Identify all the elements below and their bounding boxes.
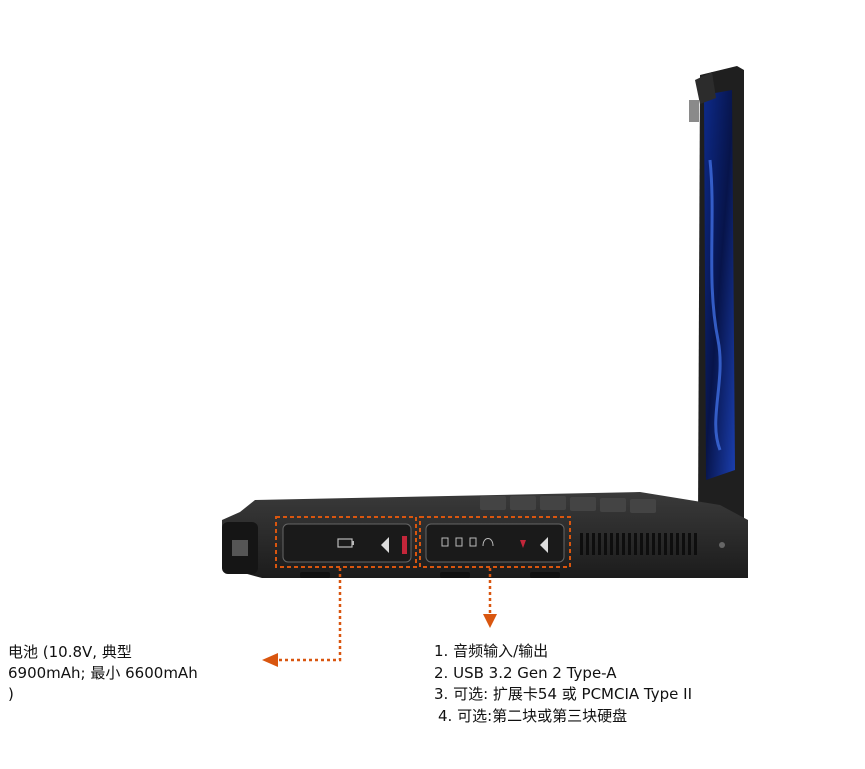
battery-icon bbox=[337, 538, 354, 548]
highlight-io-bay bbox=[419, 516, 571, 568]
eject-arrow-icon bbox=[381, 537, 389, 553]
laptop-lid bbox=[689, 66, 744, 528]
battery-bay bbox=[282, 523, 412, 563]
leader-line-battery bbox=[262, 568, 342, 667]
battery-callout-line: 电池 (10.8V, 典型 bbox=[8, 643, 132, 661]
lock-icon bbox=[441, 537, 449, 547]
battery-callout-line: ) bbox=[8, 685, 14, 703]
battery-callout: 电池 (10.8V, 典型 6900mAh; 最小 6600mAh ) bbox=[8, 642, 258, 705]
highlight-battery-bay bbox=[275, 516, 417, 568]
io-port-item: 4. 可选:第二块或第三块硬盘 bbox=[438, 706, 628, 725]
io-port-item: 1. 音频输入/输出 bbox=[434, 642, 549, 660]
io-port-bay bbox=[425, 523, 565, 563]
leader-line-io bbox=[483, 568, 497, 628]
io-port-item: 3. 可选: 扩展卡54 或 PCMCIA Type II bbox=[434, 685, 692, 703]
headphone-icon bbox=[482, 538, 494, 547]
lid-handle bbox=[689, 100, 699, 122]
io-port-item: 2. USB 3.2 Gen 2 Type-A bbox=[434, 663, 617, 682]
io-port-callout: 1. 音频输入/输出 2. USB 3.2 Gen 2 Type-A 3. 可选… bbox=[434, 641, 692, 727]
battery-callout-line: 6900mAh; 最小 6600mAh bbox=[8, 664, 198, 682]
sd-card-icon bbox=[455, 537, 463, 547]
usb-icon bbox=[520, 537, 548, 553]
laptop-base bbox=[222, 492, 748, 578]
